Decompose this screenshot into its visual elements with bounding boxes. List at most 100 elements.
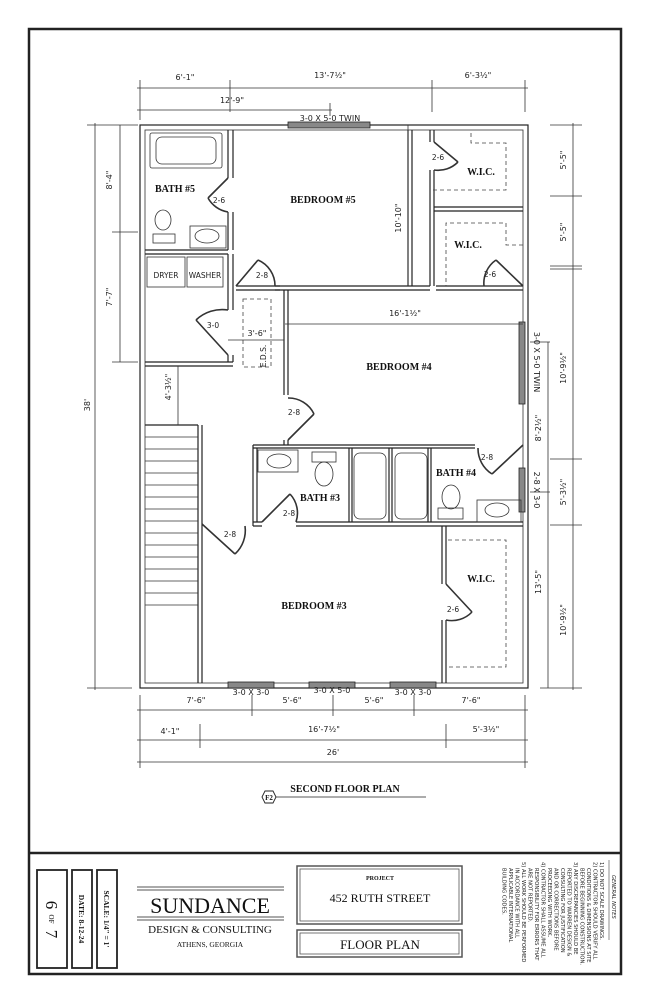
dim-bottom-4: 7'-6" bbox=[462, 696, 481, 705]
closet-shelves bbox=[242, 133, 523, 668]
note-line: BUILDING CODES. bbox=[501, 868, 507, 915]
window-bedroom4 bbox=[518, 321, 526, 405]
door-label: 3-0 bbox=[207, 321, 219, 330]
sheet-of-label: OF bbox=[47, 915, 55, 924]
firm-name: SUNDANCE bbox=[150, 893, 270, 918]
dim-right-inner-1: 8'-2½" bbox=[534, 415, 543, 442]
drawing-title: SECOND FLOOR PLAN bbox=[290, 784, 400, 795]
room-label-wic-3: W.I.C. bbox=[467, 574, 495, 585]
dim-left-1: 8'-4" bbox=[105, 171, 114, 190]
note-line: PROCEEDING WITH WORK. bbox=[546, 868, 552, 938]
door-label: 2-8 bbox=[481, 453, 493, 462]
dim-interior-1: 10'-10" bbox=[394, 203, 403, 232]
door-label: 2-8 bbox=[283, 509, 295, 518]
door-label: 2-6 bbox=[447, 605, 459, 614]
drawing-caption: F2 SECOND FLOOR PLAN bbox=[261, 784, 426, 804]
firm-subtitle: DESIGN & CONSULTING bbox=[148, 924, 272, 936]
dim-right-2: 5'-5" bbox=[559, 223, 568, 242]
note-line: IN ACCORDANCE WITH ALL bbox=[514, 868, 520, 938]
dim-right-4: 5'-3½" bbox=[559, 479, 568, 506]
room-label-wic-2: W.I.C. bbox=[454, 240, 482, 251]
door-label: 2-8 bbox=[256, 271, 268, 280]
general-notes-title: GENERAL NOTES bbox=[610, 875, 616, 920]
room-label-bedroom4: BEDROOM #4 bbox=[366, 362, 431, 373]
sheet-date: DATE: 8-12-24 bbox=[77, 895, 86, 944]
dim-top-overall: 12'-9" bbox=[220, 96, 244, 105]
note-line: CONSULTING FOR JUSTIFICATION bbox=[559, 868, 565, 953]
door-labels: 2-6 2-6 2-6 2-8 3-0 2-8 2-8 2-8 2-8 2-6 bbox=[207, 153, 496, 614]
note-line: 1) DO NOT SCALE DRAWINGS. bbox=[598, 862, 604, 940]
door-label: 2-6 bbox=[484, 270, 496, 279]
window-label: 3-0 X 5-0 TWIN bbox=[300, 114, 360, 123]
room-label-bedroom3: BEDROOM #3 bbox=[281, 601, 346, 612]
stairs bbox=[145, 436, 198, 606]
note-line: RESPONSIBILITY FOR ERRORS THAT bbox=[533, 868, 539, 961]
interior-dimensions: 10'-10" 16'-1½" 3'-6" 4'-3½" bbox=[164, 125, 523, 425]
top-dimensions: 6'-1" 13'-7½" 6'-3½" 12'-9" bbox=[137, 71, 528, 120]
interior-walls bbox=[145, 130, 523, 683]
note-line: REPORTED TO WARREN DESIGN & bbox=[566, 868, 572, 956]
room-labels: BATH #5 BEDROOM #5 W.I.C. W.I.C. BEDROOM… bbox=[155, 167, 495, 612]
room-label-wic-1: W.I.C. bbox=[467, 167, 495, 178]
window-bedroom3-right bbox=[389, 681, 437, 689]
dim-bottom-3: 5'-6" bbox=[365, 696, 384, 705]
note-line: BEFORE BEGINNING CONSTRUCTION. bbox=[579, 868, 585, 965]
doors bbox=[195, 141, 524, 622]
dim-bottom2-1: 4'-1" bbox=[161, 727, 180, 736]
note-line: 3) ANY DISCREPANCIES SHOULD BE bbox=[572, 862, 578, 955]
window-label: 3-0 X 3-0 bbox=[233, 688, 270, 697]
dim-right-5: 10'-9½" bbox=[559, 604, 568, 636]
title-block: 6 OF 7 DATE: 8-12-24 SCALE: 1/4" = 1' SU… bbox=[36, 860, 616, 969]
door-label: 2-6 bbox=[432, 153, 444, 162]
note-line: ARE NOT REPORTED. bbox=[527, 868, 533, 923]
note-line: 4) CONTRACTOR SHALL ASSUME ALL bbox=[540, 862, 546, 958]
dim-interior-3: 3'-6" bbox=[248, 329, 267, 338]
window-bedroom3-center bbox=[308, 681, 356, 689]
bottom-dimensions: 7'-6" 5'-6" 5'-6" 7'-6" 4'-1" 16'-7½" 5'… bbox=[137, 695, 528, 768]
dim-bottom2-3: 5'-3½" bbox=[473, 725, 500, 734]
dim-bottom2-2: 16'-7½" bbox=[308, 725, 340, 734]
window-bedroom3-left bbox=[227, 681, 275, 689]
left-dimensions: 8'-4" 7'-7" 38' bbox=[83, 123, 138, 690]
dim-right-1: 5'-5" bbox=[559, 151, 568, 170]
door-label: 2-8 bbox=[288, 408, 300, 417]
room-label-bath3: BATH #3 bbox=[300, 493, 340, 504]
sheet-number: 6 bbox=[42, 901, 61, 910]
note-line: 2) CONTRACTOR SHOULD VERIFY ALL bbox=[592, 862, 598, 960]
note-line: 5) ALL WORK SHOULD BE PERFORMED bbox=[520, 862, 526, 962]
sheet-scale: SCALE: 1/4" = 1' bbox=[102, 891, 111, 948]
room-label-bath4: BATH #4 bbox=[436, 468, 476, 479]
dim-bottom-2: 5'-6" bbox=[283, 696, 302, 705]
eds-label: E.D.S. bbox=[259, 345, 268, 367]
sheet-border bbox=[27, 27, 623, 976]
window-label: 3-0 X 3-0 bbox=[395, 688, 432, 697]
dryer-label: DRYER bbox=[153, 271, 178, 280]
dim-left-2: 7'-7" bbox=[105, 288, 114, 307]
room-label-bedroom5: BEDROOM #5 bbox=[290, 195, 355, 206]
dim-left-overall: 38' bbox=[83, 399, 92, 411]
firm-location: ATHENS, GEORGIA bbox=[177, 940, 244, 949]
door-label: 2-8 bbox=[224, 530, 236, 539]
window-label: 3-0 X 5-0 TWIN bbox=[532, 332, 541, 392]
washer-label: WASHER bbox=[189, 271, 222, 280]
window-label: 3-0 X 5-0 bbox=[314, 686, 351, 695]
dim-bottom-1: 7'-6" bbox=[187, 696, 206, 705]
window-bath4 bbox=[518, 467, 526, 513]
plumbing-fixtures bbox=[146, 132, 522, 523]
project-label: PROJECT bbox=[366, 876, 394, 882]
note-line: CONDITIONS & DIMENSIONS AT SITE bbox=[585, 868, 591, 963]
sheet-total: 7 bbox=[42, 930, 61, 939]
dim-interior-4: 4'-3½" bbox=[164, 374, 173, 401]
right-dimensions: 5'-5" 5'-5" 10'-9½" 5'-3½" 10'-9½" 8'-2½… bbox=[530, 123, 582, 690]
dim-right-3: 10'-9½" bbox=[559, 352, 568, 384]
project-name: 452 RUTH STREET bbox=[330, 891, 431, 905]
general-notes: GENERAL NOTES 1) DO NOT SCALE DRAWINGS. … bbox=[501, 860, 616, 965]
note-line: APPLICABLE INTERNATIONAL bbox=[507, 868, 513, 942]
dim-right-inner-2: 13'-5" bbox=[534, 570, 543, 594]
note-line: AND OR CORRECTIONS BEFORE bbox=[553, 868, 559, 951]
door-label: 2-6 bbox=[213, 196, 225, 205]
dim-bottom-overall: 26' bbox=[327, 748, 339, 757]
drawing-name: FLOOR PLAN bbox=[340, 937, 420, 952]
window-bedroom5 bbox=[287, 121, 371, 129]
